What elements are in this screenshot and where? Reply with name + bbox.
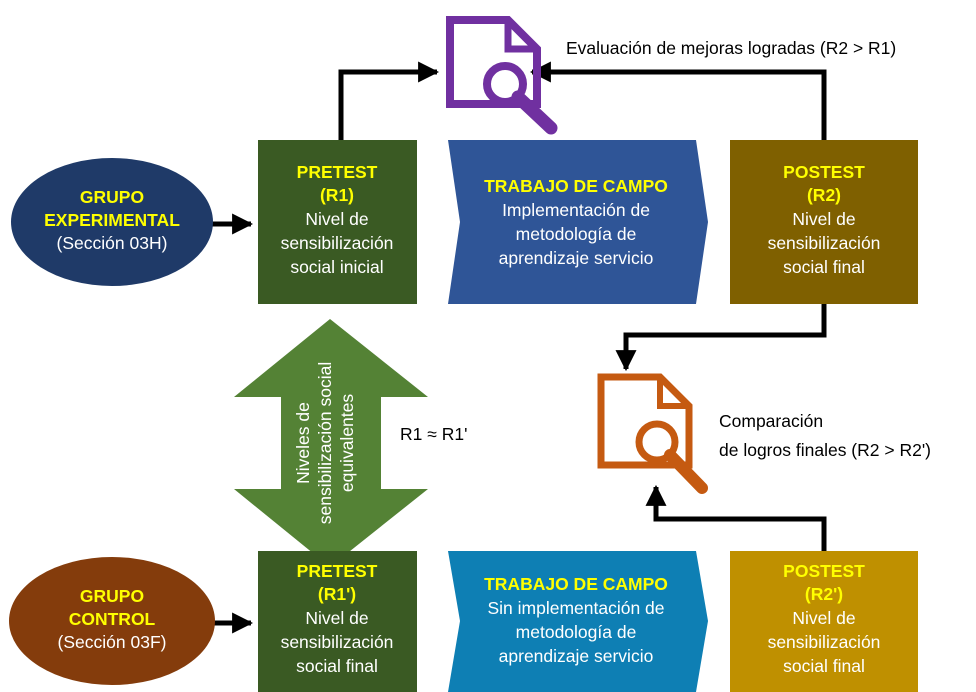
experimental-pretest-box: PRETEST (R1) Nivel de sensibilización so… — [258, 140, 417, 304]
experimental-postest-code: (R2) — [807, 185, 841, 205]
experimental-postest-title: POSTEST — [783, 162, 865, 182]
equivalence-relation: R1 ≈ R1' — [400, 424, 467, 444]
evaluation-label: Evaluación de mejoras logradas (R2 > R1) — [566, 38, 896, 58]
experimental-postest-desc: sensibilización — [768, 233, 881, 253]
control-postest-code: (R2') — [805, 584, 843, 604]
control-postest-box: POSTEST (R2') Nivel de sensibilización s… — [730, 551, 918, 692]
control-pretest-desc: social final — [296, 656, 378, 676]
equivalence-double-arrow: Niveles de sensibilización social equiva… — [234, 319, 428, 567]
experimental-group-oval: GRUPO EXPERIMENTAL (Sección 03H) — [11, 158, 213, 286]
document-search-icon — [446, 16, 558, 135]
experimental-pretest-code: (R1) — [320, 185, 354, 205]
experimental-trabajo-desc: metodología de — [516, 224, 637, 244]
control-trabajo-chevron: TRABAJO DE CAMPO Sin implementación de m… — [448, 551, 708, 692]
experimental-group-title-2: EXPERIMENTAL — [44, 210, 180, 230]
control-postest-desc: Nivel de — [792, 608, 855, 628]
experimental-trabajo-desc: Implementación de — [502, 200, 650, 220]
postest-control-to-comparison-arrow — [645, 484, 827, 551]
experimental-group-section: (Sección 03H) — [57, 233, 168, 253]
control-group-oval: GRUPO CONTROL (Sección 03F) — [9, 557, 215, 685]
control-postest-title: POSTEST — [783, 561, 865, 581]
control-group-title-2: CONTROL — [69, 609, 156, 629]
control-trabajo-desc: metodología de — [516, 622, 637, 642]
postest-to-comparison-arrow — [615, 303, 827, 372]
postest-to-evaluation-arrow — [529, 61, 827, 140]
document-search-icon — [597, 373, 708, 494]
control-trabajo-desc: Sin implementación de — [487, 598, 664, 618]
control-pretest-box: PRETEST (R1') Nivel de sensibilización s… — [258, 551, 417, 692]
equivalence-label: Niveles de — [293, 402, 313, 484]
pretest-to-evaluation-arrow — [338, 61, 440, 140]
control-pretest-code: (R1') — [318, 584, 356, 604]
experimental-postest-box: POSTEST (R2) Nivel de sensibilización so… — [730, 140, 918, 304]
control-pretest-desc: sensibilización — [281, 632, 394, 652]
experimental-postest-desc: Nivel de — [792, 209, 855, 229]
equivalence-label: equivalentes — [337, 394, 357, 493]
experimental-pretest-desc: sensibilización — [281, 233, 394, 253]
equivalence-label: sensibilización social — [315, 362, 335, 524]
experimental-pretest-title: PRETEST — [297, 162, 378, 182]
experimental-trabajo-desc: aprendizaje servicio — [499, 248, 654, 268]
control-pretest-title: PRETEST — [297, 561, 378, 581]
control-group-section: (Sección 03F) — [58, 632, 167, 652]
control-postest-desc: social final — [783, 656, 865, 676]
control-trabajo-title: TRABAJO DE CAMPO — [484, 574, 668, 594]
control-group-title: GRUPO — [80, 586, 144, 606]
experimental-group-title: GRUPO — [80, 187, 144, 207]
experimental-postest-desc: social final — [783, 257, 865, 277]
comparison-label: de logros finales (R2 > R2') — [719, 440, 931, 460]
control-pretest-desc: Nivel de — [305, 608, 368, 628]
control-postest-desc: sensibilización — [768, 632, 881, 652]
experimental-pretest-desc: social inicial — [290, 257, 383, 277]
experimental-trabajo-chevron: TRABAJO DE CAMPO Implementación de metod… — [448, 140, 708, 304]
control-trabajo-desc: aprendizaje servicio — [499, 646, 654, 666]
experimental-pretest-desc: Nivel de — [305, 209, 368, 229]
comparison-label: Comparación — [719, 411, 823, 431]
experimental-trabajo-title: TRABAJO DE CAMPO — [484, 176, 668, 196]
